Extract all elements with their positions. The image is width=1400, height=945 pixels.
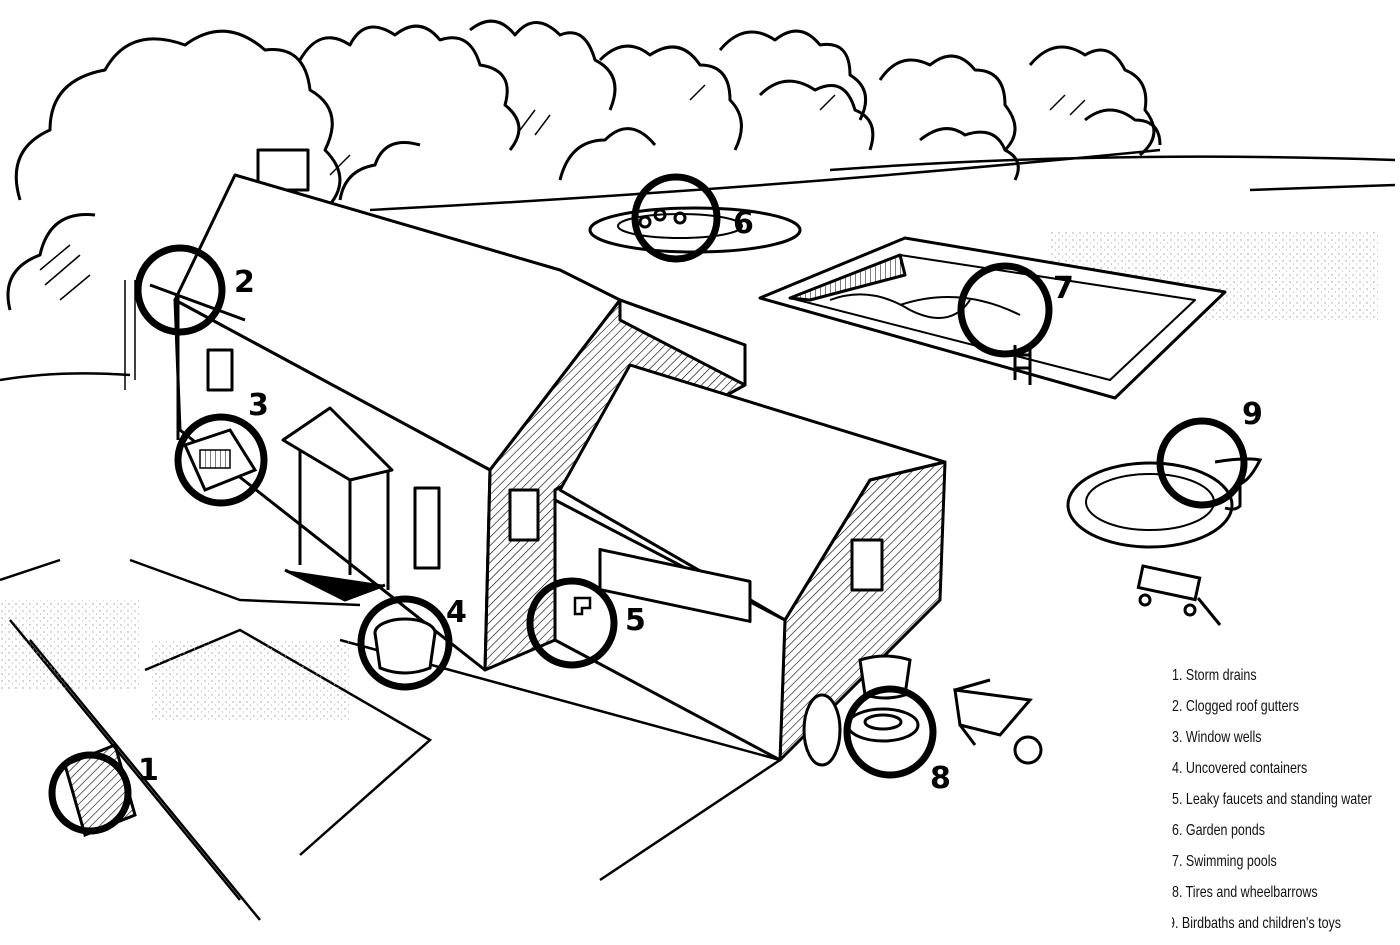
lawn-stipple	[0, 600, 140, 690]
legend: 1. Storm drains 2. Clogged roof gutters …	[1172, 660, 1400, 939]
marker-number-8: 8	[930, 761, 951, 796]
house-window	[208, 350, 232, 390]
uncovered-container	[375, 619, 435, 673]
marker-number-3: 3	[248, 388, 269, 423]
marker-number-2: 2	[234, 265, 255, 300]
legend-item: 3. Window wells	[1172, 722, 1350, 753]
marker-number-5: 5	[625, 603, 646, 638]
garage-window	[852, 540, 882, 590]
legend-item: 6. Garden ponds	[1172, 815, 1350, 846]
marker-number-4: 4	[446, 595, 467, 630]
marker-number-7: 7	[1053, 271, 1074, 306]
garden-pond	[590, 208, 800, 252]
lawn-stipple	[150, 640, 350, 720]
house-window	[510, 490, 538, 540]
house-window	[415, 488, 439, 568]
legend-item: 5. Leaky faucets and standing water	[1172, 784, 1350, 815]
garage	[555, 365, 945, 760]
marker-number-1: 1	[138, 753, 159, 788]
legend-item: 4. Uncovered containers	[1172, 753, 1350, 784]
legend-item: 7. Swimming pools	[1172, 846, 1350, 877]
legend-item: 9. Birdbaths and children's toys	[1172, 908, 1349, 939]
marker-number-6: 6	[733, 206, 754, 241]
legend-item: 8. Tires and wheelbarrows	[1172, 877, 1350, 908]
legend-item: 1. Storm drains	[1172, 660, 1350, 691]
marker-number-9: 9	[1242, 397, 1263, 432]
legend-item: 2. Clogged roof gutters	[1172, 691, 1350, 722]
